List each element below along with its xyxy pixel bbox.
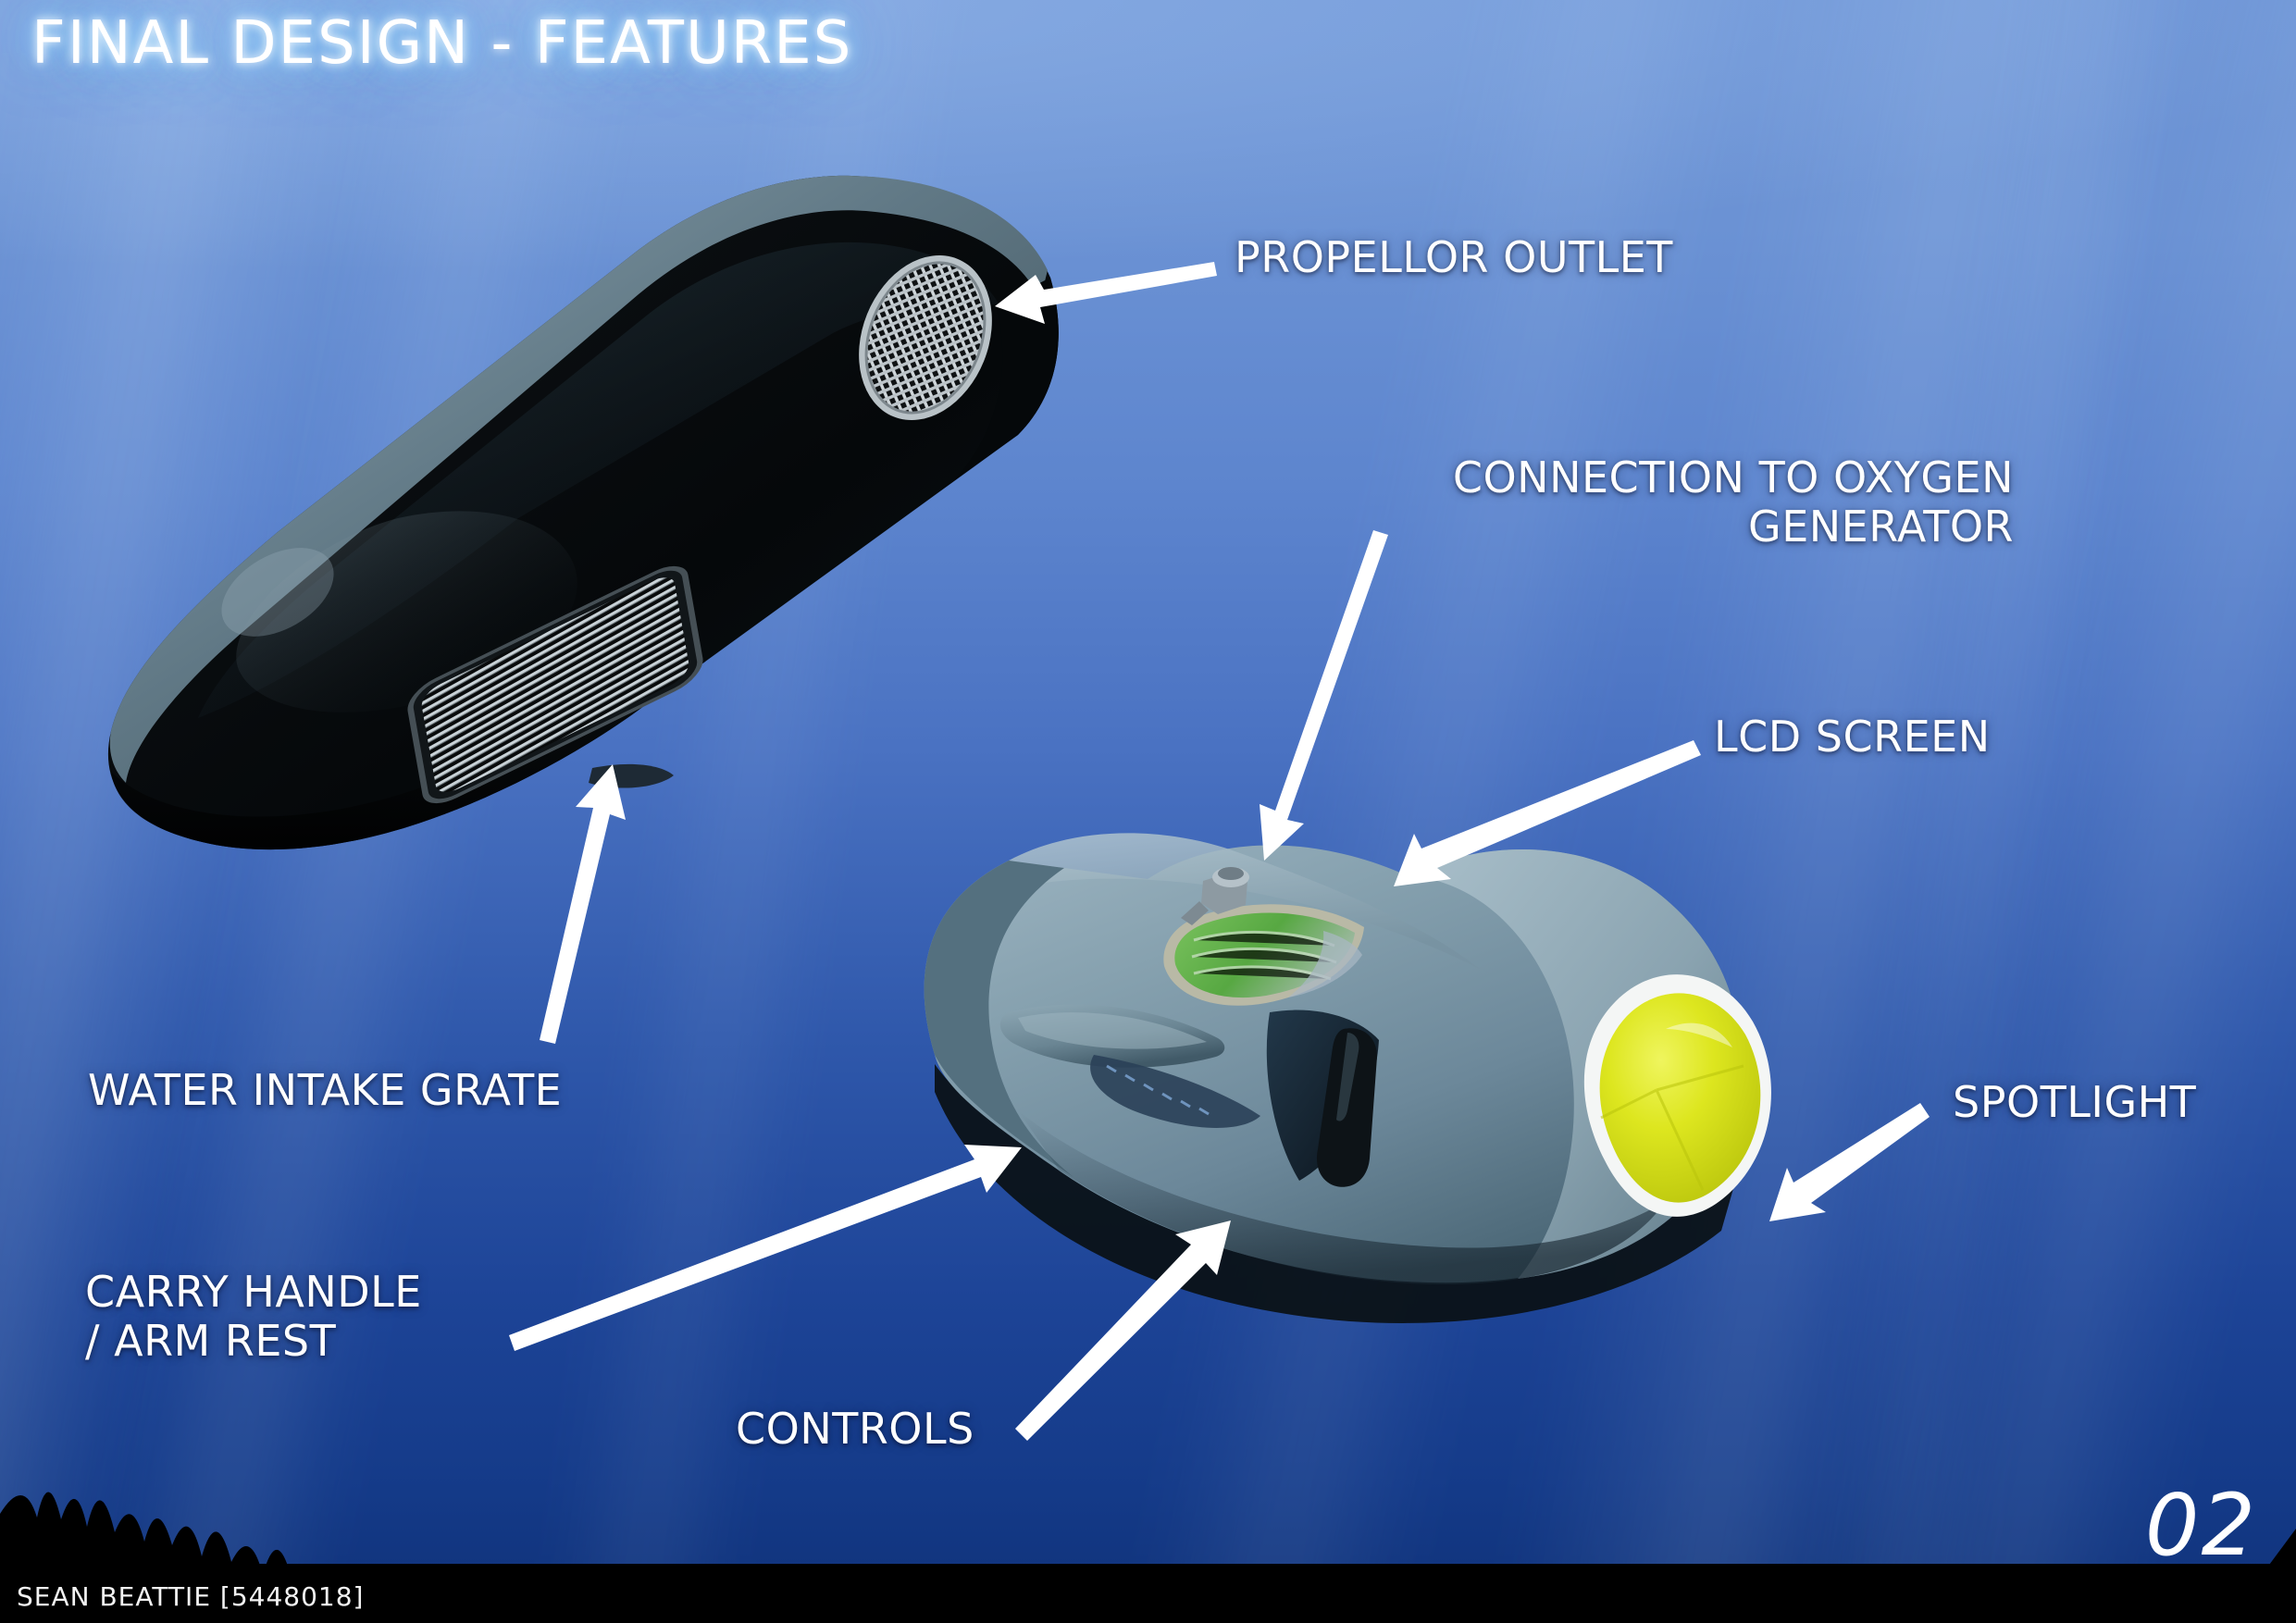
page-number: 02 xyxy=(2144,1476,2257,1575)
instrument-strip xyxy=(1090,1055,1260,1128)
carry-handle-arm-rest xyxy=(999,1004,1225,1068)
light-ray xyxy=(1750,0,2296,1623)
arrow-oxygen-generator xyxy=(1260,530,1388,861)
cockpit-canopy xyxy=(1266,1010,1379,1181)
bottom-vehicle-tail-fairing xyxy=(924,861,1074,1177)
callout-label-spotlight: SPOTLIGHT xyxy=(1953,1077,2197,1127)
author-credit: SEAN BEATTIE [5448018] xyxy=(17,1581,365,1612)
callout-arrows xyxy=(509,262,1930,1441)
water-intake-grate xyxy=(407,565,703,804)
callout-label-carry-handle: CARRY HANDLE / ARM REST xyxy=(85,1267,422,1367)
top-vehicle-hull xyxy=(107,175,1059,850)
top-vehicle-specular xyxy=(221,548,334,637)
arrow-spotlight xyxy=(1769,1103,1930,1221)
arrow-propellor-outlet xyxy=(995,262,1217,324)
bottom-vehicle-underside xyxy=(935,1064,1740,1323)
top-vehicle-nose-highlight xyxy=(236,511,577,712)
callout-label-oxygen-generator: CONNECTION TO OXYGEN GENERATOR xyxy=(1452,452,2014,552)
oxygen-generator-port xyxy=(1181,867,1249,925)
light-ray xyxy=(0,0,409,1623)
callout-label-water-intake-grate: WATER INTAKE GRATE xyxy=(88,1065,563,1115)
top-vehicle-belly-shadow xyxy=(111,666,648,850)
propellor-outlet-grate xyxy=(859,254,992,421)
bottom-vehicle-nose xyxy=(1407,849,1741,1279)
light-ray xyxy=(481,0,999,1623)
callout-label-propellor-outlet: PROPELLOR OUTLET xyxy=(1235,232,1673,282)
callout-label-controls: CONTROLS xyxy=(736,1404,974,1454)
top-vehicle-tail-face xyxy=(955,278,1059,479)
spotlight-lens xyxy=(1583,974,1771,1217)
page-title: FINAL DESIGN - FEATURES xyxy=(31,9,853,78)
top-vehicle-render xyxy=(107,175,1059,850)
light-ray xyxy=(4,0,690,1623)
top-vehicle-side-vent xyxy=(589,763,674,788)
light-ray xyxy=(1760,0,2210,1623)
hull-port-nub xyxy=(1647,1015,1684,1043)
arrow-water-intake-grate xyxy=(540,764,626,1044)
arrow-carry-handle xyxy=(509,1145,1022,1351)
top-vehicle-gloss xyxy=(198,242,999,718)
arrow-controls xyxy=(1015,1220,1231,1441)
bottom-vehicle-deck-highlight xyxy=(999,833,1481,970)
callout-label-lcd-screen: LCD SCREEN xyxy=(1714,712,1991,762)
bottom-vehicle-side-shading xyxy=(1018,1110,1666,1285)
controls-joystick xyxy=(1316,1028,1377,1187)
lcd-screen-panel xyxy=(1163,904,1364,1006)
bottom-vehicle-render xyxy=(924,833,1771,1323)
top-vehicle-trim xyxy=(109,175,1048,783)
bottom-vehicle-hull xyxy=(924,845,1741,1283)
arrow-lcd-screen xyxy=(1394,740,1701,886)
